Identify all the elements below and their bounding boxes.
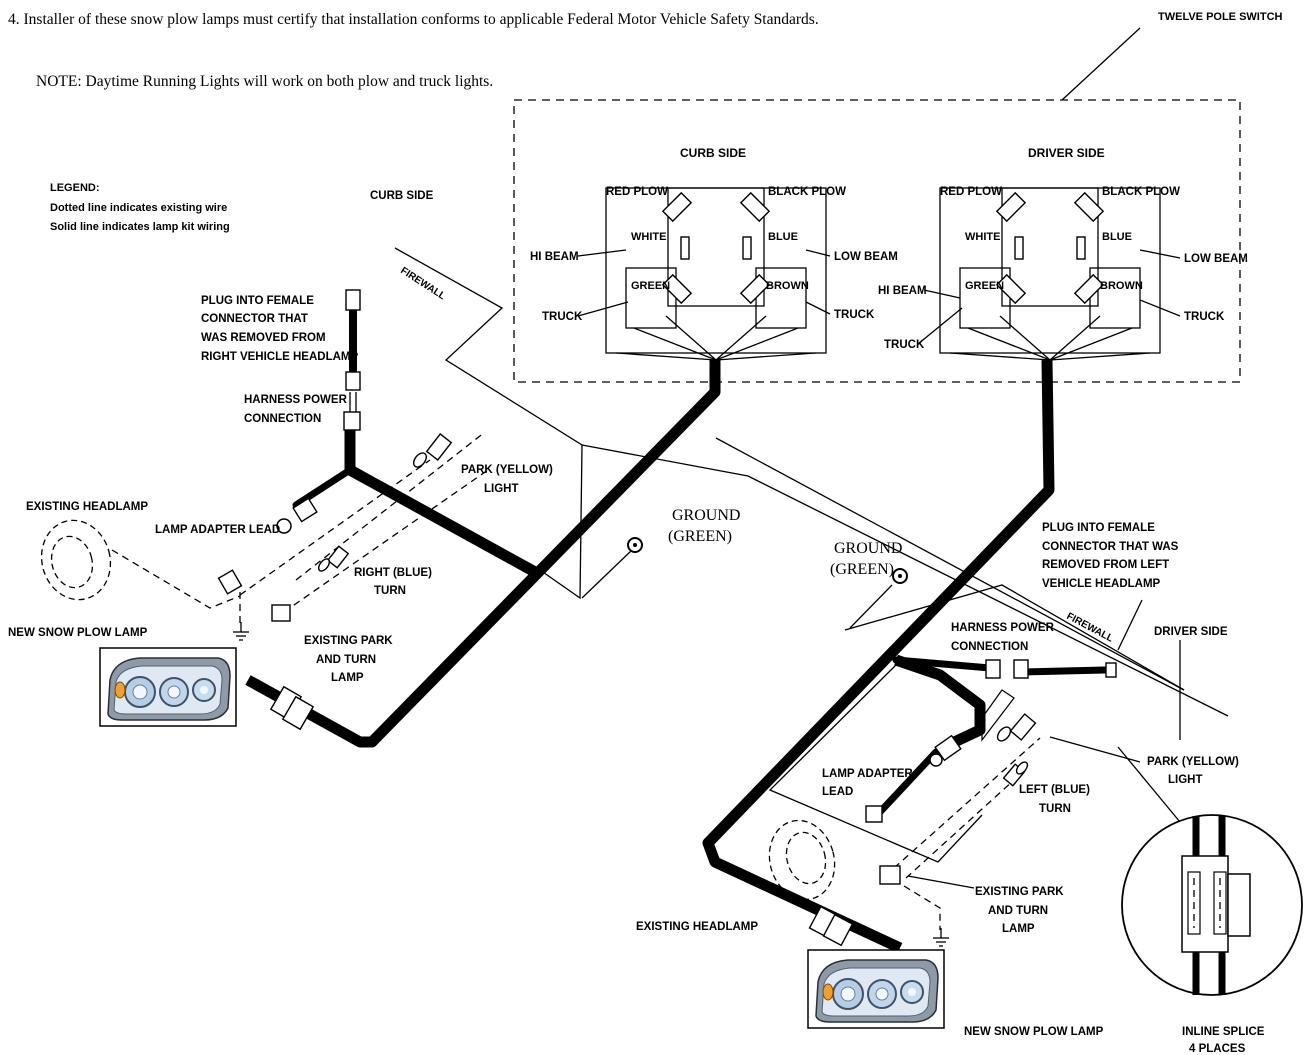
curb-truck-right-label: TRUCK bbox=[834, 309, 875, 321]
inline-splice-detail bbox=[1117, 746, 1303, 996]
driver-plug-line-3: REMOVED FROM LEFT bbox=[1042, 559, 1169, 571]
driver-green-label: GREEN bbox=[965, 280, 1004, 292]
driver-turn-line-1: LEFT (BLUE) bbox=[1019, 784, 1090, 796]
legend-dotted: Dotted line indicates existing wire bbox=[50, 202, 227, 214]
driver-plug-line-1: PLUG INTO FEMALE bbox=[1042, 522, 1155, 534]
driver-adapter-line-1: LAMP ADAPTER bbox=[822, 768, 913, 780]
curb-blue-label: BLUE bbox=[768, 231, 798, 243]
driver-ground-line-2: (GREEN) bbox=[830, 561, 894, 578]
fender-line bbox=[715, 437, 1185, 691]
curb-switch-panel: CURB SIDE RED PLOW BLACK PLOW WHITE BLUE… bbox=[530, 146, 898, 361]
driver-park-line-2: LIGHT bbox=[1168, 774, 1203, 786]
driver-plug-line-2: CONNECTOR THAT WAS bbox=[1042, 541, 1179, 553]
driver-existing-park-line-2: AND TURN bbox=[988, 905, 1048, 917]
curb-low-beam-label: LOW BEAM bbox=[834, 251, 898, 263]
driver-turn-line-2: TURN bbox=[1039, 803, 1071, 815]
driver-new-lamp-label: NEW SNOW PLOW LAMP bbox=[964, 1026, 1104, 1038]
legend-title: LEGEND: bbox=[50, 182, 100, 194]
curb-firewall-label: FIREWALL bbox=[398, 265, 447, 302]
splice-line-2: 4 PLACES bbox=[1189, 1043, 1246, 1055]
curb-brown-label: BROWN bbox=[766, 280, 809, 292]
installer-note: 4. Installer of these snow plow lamps mu… bbox=[8, 11, 819, 28]
curb-turn-line-2: TURN bbox=[374, 585, 406, 597]
switch-title-leader bbox=[1061, 27, 1141, 101]
driver-existing-park-line-1: EXISTING PARK bbox=[975, 886, 1064, 898]
curb-existing-headlamp-icon bbox=[40, 519, 112, 601]
driver-harness-line-2: CONNECTION bbox=[951, 641, 1028, 653]
curb-new-lamp-label: NEW SNOW PLOW LAMP bbox=[8, 627, 148, 639]
driver-ground-line-1: GROUND bbox=[834, 540, 902, 557]
curb-green-label: GREEN bbox=[631, 280, 670, 292]
curb-existing-headlamp-label: EXISTING HEADLAMP bbox=[26, 501, 148, 513]
driver-firewall-line bbox=[844, 584, 1185, 691]
driver-white-label: WHITE bbox=[965, 231, 1000, 243]
driver-blue-label: BLUE bbox=[1102, 231, 1132, 243]
hood-line bbox=[581, 444, 1229, 717]
driver-switch-panel: DRIVER SIDE RED PLOW BLACK PLOW WHITE BL… bbox=[878, 146, 1248, 361]
curb-truck-left-label: TRUCK bbox=[542, 311, 583, 323]
curb-harness-line-1: HARNESS POWER bbox=[244, 394, 348, 406]
curb-plug-line-4: RIGHT VEHICLE HEADLAMP bbox=[201, 351, 359, 363]
curb-plug-line-3: WAS REMOVED FROM bbox=[201, 332, 326, 344]
driver-existing-park-line-3: LAMP bbox=[1002, 923, 1035, 935]
legend: LEGEND: Dotted line indicates existing w… bbox=[50, 182, 230, 233]
daytime-note: NOTE: Daytime Running Lights will work o… bbox=[36, 73, 493, 90]
curb-existing-park-line-2: AND TURN bbox=[316, 654, 376, 666]
curb-ground-line-2: (GREEN) bbox=[668, 528, 732, 545]
driver-new-snow-plow-lamp-icon bbox=[807, 949, 945, 1029]
legend-solid: Solid line indicates lamp kit wiring bbox=[50, 221, 230, 233]
curb-black-plow-label: BLACK PLOW bbox=[768, 186, 846, 198]
curb-switch-heading: CURB SIDE bbox=[680, 146, 746, 160]
curb-hi-beam-label: HI BEAM bbox=[530, 251, 579, 263]
curb-plug-line-2: CONNECTOR THAT bbox=[201, 313, 308, 325]
curb-new-snow-plow-lamp-icon bbox=[99, 647, 237, 727]
driver-hi-beam-label: HI BEAM bbox=[878, 285, 927, 297]
driver-red-plow-label: RED PLOW bbox=[940, 186, 1002, 198]
driver-bracket-line bbox=[768, 664, 983, 863]
driver-black-plow-label: BLACK PLOW bbox=[1102, 186, 1180, 198]
driver-harness-branch bbox=[894, 654, 986, 750]
switch-title: TWELVE POLE SWITCH bbox=[1158, 11, 1283, 23]
curb-side-label: CURB SIDE bbox=[370, 190, 434, 202]
curb-main-harness bbox=[245, 360, 721, 748]
driver-brown-label: BROWN bbox=[1100, 280, 1143, 292]
splice-line-1: INLINE SPLICE bbox=[1182, 1026, 1265, 1038]
curb-park-line-1: PARK (YELLOW) bbox=[461, 464, 553, 476]
driver-adapter-line-2: LEAD bbox=[822, 786, 853, 798]
curb-existing-park-line-1: EXISTING PARK bbox=[304, 635, 393, 647]
driver-harness-line-1: HARNESS POWER bbox=[951, 622, 1055, 634]
driver-side-label: DRIVER SIDE bbox=[1154, 626, 1228, 638]
driver-low-beam-label: LOW BEAM bbox=[1184, 253, 1248, 265]
driver-park-line-1: PARK (YELLOW) bbox=[1147, 756, 1239, 768]
driver-truck-right-label: TRUCK bbox=[1184, 311, 1225, 323]
driver-switch-heading: DRIVER SIDE bbox=[1028, 146, 1105, 160]
curb-red-plow-label: RED PLOW bbox=[606, 186, 668, 198]
driver-main-harness bbox=[702, 359, 1055, 953]
curb-plug-line-1: PLUG INTO FEMALE bbox=[201, 295, 314, 307]
curb-firewall-line bbox=[394, 247, 583, 600]
curb-park-line-2: LIGHT bbox=[484, 483, 519, 495]
driver-truck-left-label: TRUCK bbox=[884, 339, 925, 351]
curb-harness-line-2: CONNECTION bbox=[244, 413, 321, 425]
curb-ground-line-1: GROUND bbox=[672, 507, 740, 524]
driver-existing-headlamp-icon bbox=[768, 819, 836, 901]
curb-white-label: WHITE bbox=[631, 231, 666, 243]
driver-existing-headlamp-label: EXISTING HEADLAMP bbox=[636, 921, 758, 933]
curb-existing-park-line-3: LAMP bbox=[331, 672, 364, 684]
curb-turn-line-1: RIGHT (BLUE) bbox=[354, 567, 432, 579]
curb-lamp-adapter-label: LAMP ADAPTER LEAD bbox=[155, 524, 280, 536]
driver-plug-line-4: VEHICLE HEADLAMP bbox=[1042, 578, 1161, 590]
